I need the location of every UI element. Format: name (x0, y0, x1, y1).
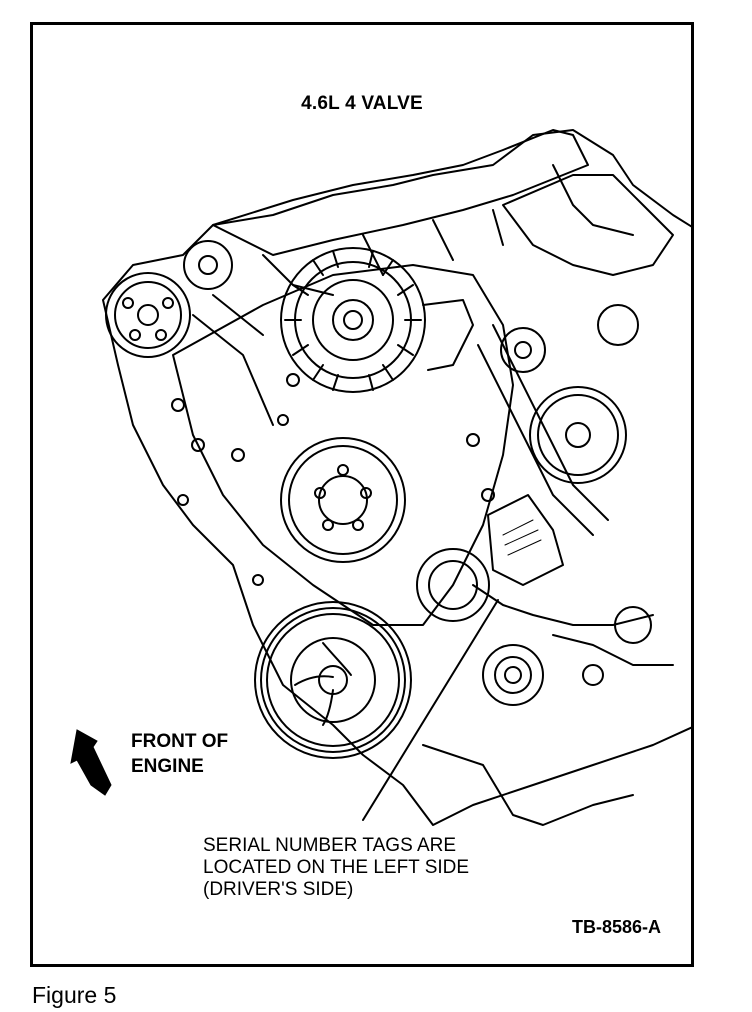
front-of-engine-label: FRONT OF ENGINE (131, 731, 229, 777)
serial-number-tag (487, 494, 564, 586)
figure-frame: 4.6L 4 VALVE (30, 22, 694, 967)
water-pump-pulley (280, 437, 406, 563)
right-cam-sprocket (529, 386, 627, 484)
engine-illustration (70, 129, 691, 826)
figure-title: 4.6L 4 VALVE (301, 93, 423, 114)
engine-outline (102, 129, 691, 826)
alternator (280, 247, 426, 393)
front-direction-arrow (70, 729, 112, 796)
cam-cover-right (502, 174, 674, 276)
crankshaft-damper (254, 601, 412, 759)
figure-caption: Figure 5 (32, 982, 117, 1008)
figure-code: TB-8586-A (571, 917, 661, 937)
cam-cover-left (212, 129, 589, 256)
serial-tag-callout: SERIAL NUMBER TAGS ARE LOCATED ON THE LE… (203, 835, 470, 900)
left-cam-sprocket (105, 272, 191, 358)
callout-leader-line (362, 599, 499, 821)
